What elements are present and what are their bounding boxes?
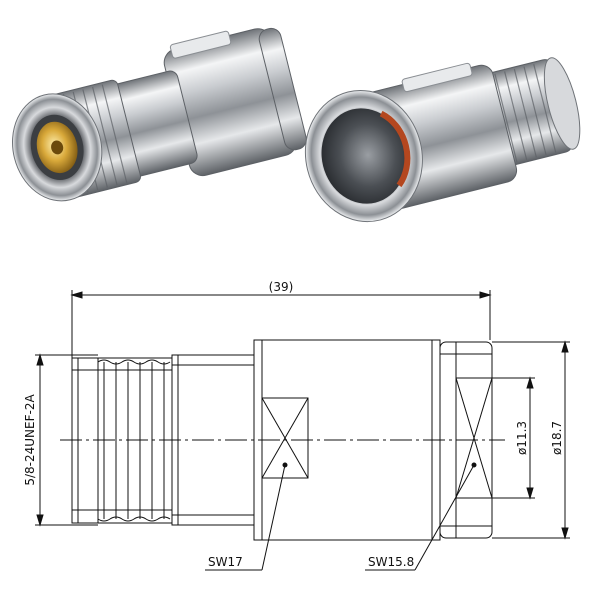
outer-diameter-label: ø18.7 [550, 421, 564, 455]
connector-photo-front-view [12, 27, 307, 202]
connector-photo-rear-view [304, 57, 581, 223]
product-photos-svg [12, 27, 581, 223]
wrench-flat-sw158 [455, 377, 493, 499]
thread-dimension [35, 353, 98, 527]
main-body-section [253, 339, 441, 541]
technical-drawing-svg: (39) 5/8-24UNEF-2A ø11.3 ø18.7 SW17 SW15… [23, 280, 570, 571]
inner-diameter-label: ø11.3 [515, 421, 529, 455]
thread-label: 5/8-24UNEF-2A [23, 394, 37, 486]
sw17-label: SW17 [208, 555, 243, 569]
overall-length-label: (39) [269, 280, 294, 294]
sw158-label: SW15.8 [368, 555, 414, 569]
technical-drawing: (39) 5/8-24UNEF-2A ø11.3 ø18.7 SW17 SW15… [0, 270, 600, 600]
overall-length-dimension [70, 290, 492, 365]
sw158-leader [365, 462, 477, 571]
product-photos [0, 0, 600, 270]
wrench-flat-sw17 [261, 397, 309, 479]
outer-diameter-dimension [492, 340, 570, 540]
inner-diameter-dimension [492, 376, 535, 500]
sw17-leader [205, 462, 288, 571]
